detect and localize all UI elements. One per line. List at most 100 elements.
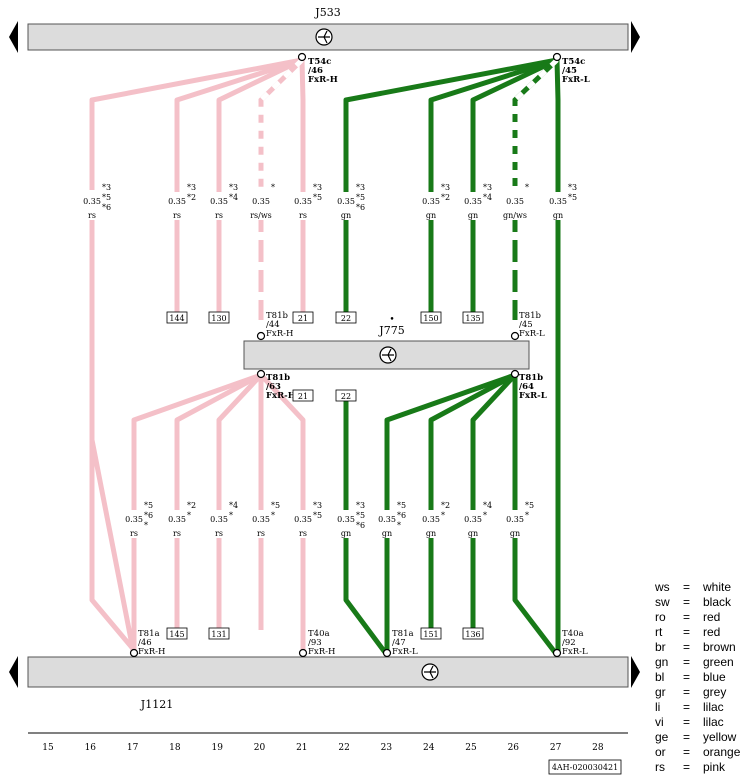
ref-box [335, 311, 357, 324]
wire-pink-6b [89, 208, 136, 652]
wire-note: *6 [397, 511, 406, 520]
wire-color: rs [130, 529, 138, 538]
connector-labels: T54c/46FxR-HT54c/45FxR-LT81b/44FxR-HT81b… [138, 57, 590, 657]
connector-t40a-93-name: T40a [308, 629, 330, 639]
label-j775: J775 [378, 324, 404, 337]
wire-note: *5 [313, 511, 322, 520]
wire-note: *4 [483, 193, 492, 202]
wire-note: *3 [313, 183, 322, 192]
scale-number: 27 [550, 743, 562, 753]
dot-mark: • [389, 315, 394, 325]
ref-box [208, 627, 230, 640]
wire-label-bg [206, 510, 232, 538]
legend-name: grey [703, 685, 727, 699]
legend-row: br=brown [655, 640, 744, 655]
ref-box [462, 311, 484, 324]
wire-pink-6 [89, 208, 137, 656]
ref-box [166, 311, 188, 324]
arrow-right-top-icon [631, 21, 640, 53]
wire-note: *4 [229, 193, 238, 202]
arrow-left-top-icon [9, 21, 18, 53]
legend-name: orange [703, 745, 741, 759]
wire-size: 0.35 [210, 197, 228, 206]
scale-number: 19 [211, 743, 223, 753]
wire-note: *3 [441, 183, 450, 192]
scale-number: 22 [338, 743, 349, 753]
wire-note: *6 [356, 521, 365, 530]
wire-size: 0.35 [549, 197, 567, 206]
legend-name: blue [703, 670, 726, 684]
wire-note: *5 [525, 501, 534, 510]
legend-equals: = [683, 715, 691, 729]
wire-color: rs/ws [250, 211, 272, 220]
wire-label-bg [290, 510, 316, 538]
ref-box [420, 627, 442, 640]
legend-code: li [655, 700, 661, 714]
wire-note: *5 [568, 193, 577, 202]
connector-t40a-93-signal: FxR-H [308, 647, 335, 657]
wire-color: gn [382, 529, 392, 538]
wire-note: * [271, 183, 275, 192]
legend-code: br [655, 640, 666, 654]
legend-equals: = [683, 745, 691, 759]
connector-t81a-47-signal: FxR-L [392, 647, 418, 657]
wire-note: * [187, 511, 191, 520]
wire-note: *3 [102, 183, 111, 192]
ref-box-number: 130 [211, 314, 226, 323]
connector-t81b-64-name: T81b [519, 373, 543, 383]
legend-equals: = [683, 610, 691, 624]
wire-size: 0.35 [252, 197, 270, 206]
legend-row: gn=green [655, 655, 744, 670]
ref-box [208, 311, 230, 324]
wire-pink-5 [299, 59, 306, 320]
wire-label-bg [290, 192, 316, 220]
wire-label-bg [333, 510, 359, 538]
wire-color: rs [215, 529, 223, 538]
ref-box-number: 22 [341, 314, 351, 323]
wire-size: 0.35 [294, 197, 312, 206]
legend-row: rs=pink [655, 760, 744, 775]
scale-number: 20 [254, 743, 266, 753]
wire-note: *5 [313, 193, 322, 202]
scale-number: 18 [169, 743, 181, 753]
green-white-wire-top [512, 58, 559, 320]
connector-t54c-46-signal: FxR-H [308, 75, 338, 85]
wire-color: rs [299, 211, 307, 220]
wire-note: *5 [271, 501, 280, 510]
ref-box [292, 311, 314, 324]
connector-t81b-64-pin: /64 [519, 382, 534, 392]
wire-label-bg [460, 192, 486, 220]
legend-equals: = [683, 685, 691, 699]
wire-label-bg [164, 510, 190, 538]
wire-note: *3 [356, 501, 365, 510]
scale-number: 17 [127, 743, 139, 753]
ref-box-number: 145 [169, 630, 184, 639]
wire-size: 0.35 [294, 515, 312, 524]
legend-code: rs [655, 760, 665, 774]
wire-color: gn [341, 211, 351, 220]
wire-note: * [397, 521, 401, 530]
connector-t81a-47-pin: /47 [392, 638, 406, 648]
connector-t54c-46-pin: /46 [308, 66, 323, 76]
ref-box [292, 389, 314, 402]
ref-box-number: 21 [298, 392, 308, 401]
wire-label-bg [460, 510, 486, 538]
legend-name: brown [703, 640, 736, 654]
wire-size: 0.35 [337, 197, 355, 206]
wire-size: 0.35 [422, 197, 440, 206]
wire-note: *2 [187, 501, 196, 510]
wire-size: 0.35 [168, 515, 186, 524]
wire-label-bg [502, 510, 528, 538]
wire-color: rs [173, 529, 181, 538]
legend-row: rt=red [655, 625, 744, 640]
legend-name: yellow [703, 730, 737, 744]
wire-note: *5 [144, 501, 153, 510]
wire-note: * [483, 511, 487, 520]
connector-t81a-47-name: T81a [392, 629, 414, 639]
connector-t54c-45-pin: /45 [562, 66, 577, 76]
scale-number: 28 [592, 743, 604, 753]
doc-number: 4AH-020030421 [552, 763, 618, 772]
ref-box-number: 131 [211, 630, 226, 639]
